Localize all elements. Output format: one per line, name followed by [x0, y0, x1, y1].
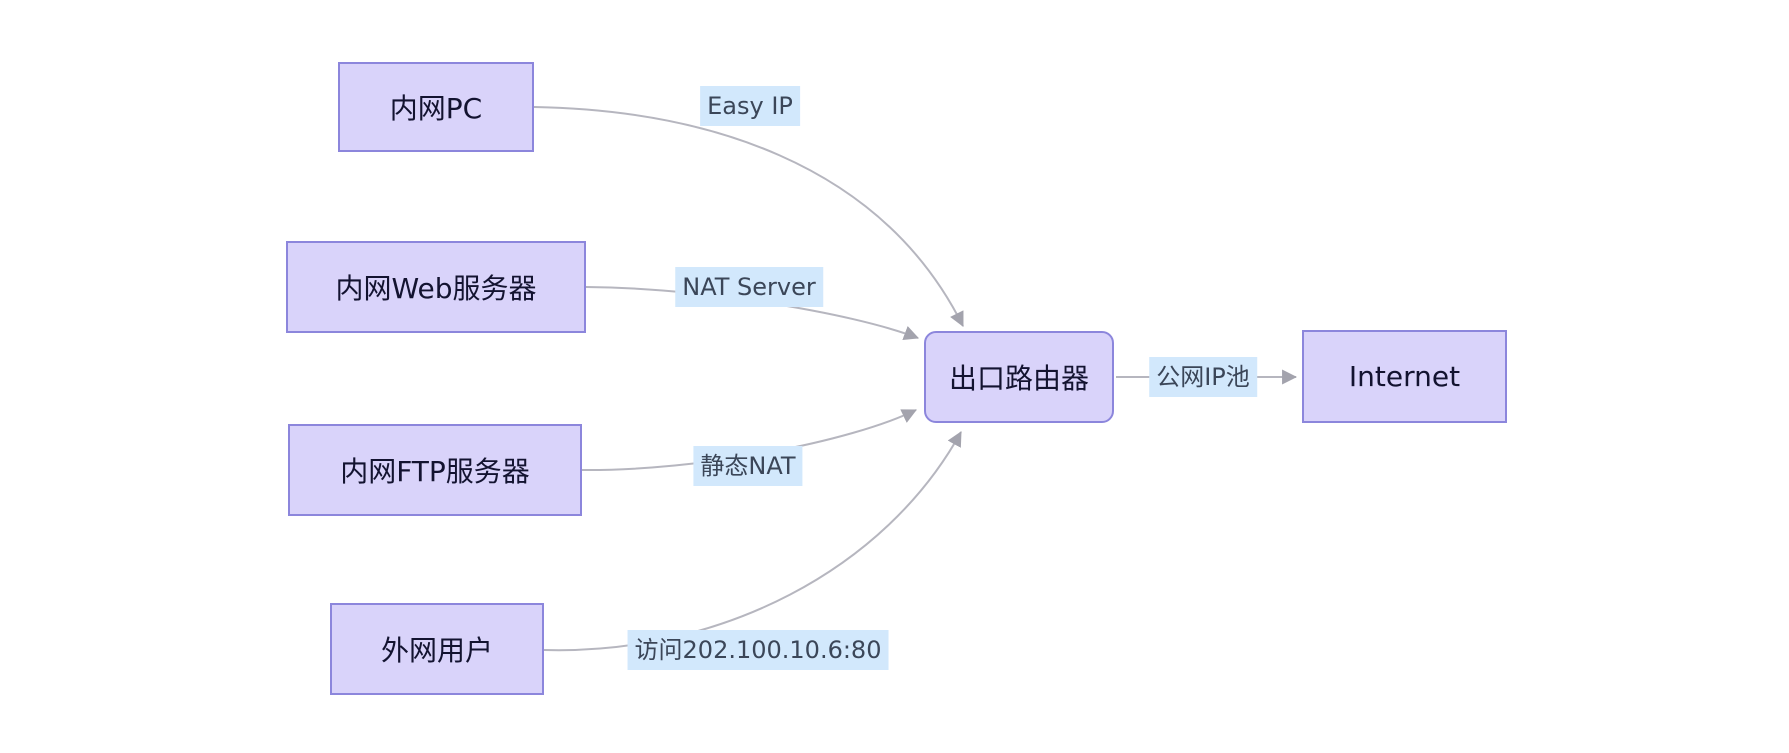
node-internet: Internet: [1302, 330, 1507, 423]
node-intranet-ftp-server: 内网FTP服务器: [288, 424, 582, 516]
node-exit-router-label: 出口路由器: [948, 362, 1089, 395]
node-intranet-ftp-server-label: 内网FTP服务器: [340, 455, 530, 488]
node-intranet-web-server: 内网Web服务器: [286, 241, 586, 333]
edge-label-nat-server: NAT Server: [675, 267, 823, 307]
edge-ext-to-router: [543, 431, 962, 652]
node-intranet-pc-label: 内网PC: [389, 92, 483, 125]
edge-label-visit-public-ip: 访问202.100.10.6:80: [627, 630, 889, 670]
edge-pc-to-router: [533, 106, 964, 327]
node-intranet-pc: 内网PC: [338, 62, 534, 152]
edge-label-public-ip-pool: 公网IP池: [1149, 357, 1257, 397]
node-internet-label: Internet: [1348, 360, 1461, 393]
node-external-user-label: 外网用户: [380, 634, 493, 667]
node-external-user: 外网用户: [330, 603, 544, 695]
node-exit-router: 出口路由器: [924, 331, 1114, 423]
edge-label-static-nat: 静态NAT: [693, 446, 803, 486]
node-intranet-web-server-label: 内网Web服务器: [335, 272, 537, 305]
edge-label-easy-ip: Easy IP: [700, 86, 800, 126]
